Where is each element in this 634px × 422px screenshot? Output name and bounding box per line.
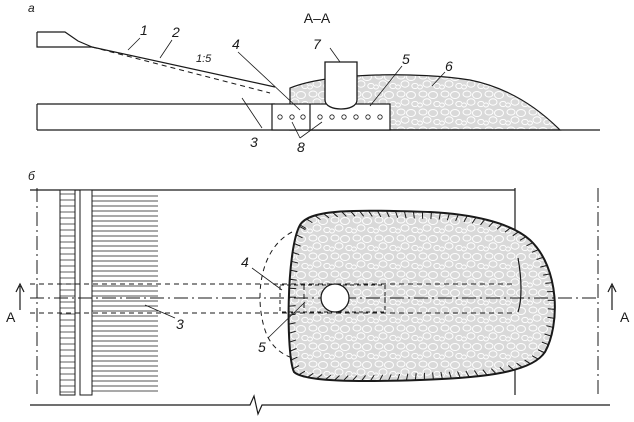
leader-1	[128, 38, 140, 50]
ground-line-dashed	[92, 47, 270, 93]
callout-7: 7	[313, 36, 322, 52]
dimension-line	[30, 396, 610, 414]
callout-5: 5	[402, 51, 410, 67]
callout-p4: 4	[241, 254, 249, 270]
leader-3	[242, 98, 262, 128]
slope-tick	[431, 212, 432, 219]
road-edge-strip-2	[80, 190, 92, 395]
leader-7	[330, 48, 340, 62]
section-mark-left: A	[6, 309, 16, 325]
section-arrow-left	[16, 284, 24, 310]
intake-well	[325, 62, 357, 109]
embankment-crest	[37, 32, 92, 47]
section-title: A–A	[304, 10, 331, 26]
leader-p4	[252, 268, 282, 290]
callout-6: 6	[445, 58, 453, 74]
callout-8: 8	[297, 139, 305, 155]
section-view: а A–A 1:5 1	[28, 1, 600, 155]
callout-4: 4	[232, 36, 240, 52]
panel-label-b: б	[28, 169, 36, 183]
callout-3: 3	[250, 134, 258, 150]
section-mark-right: A	[620, 309, 630, 325]
slope-tick	[289, 306, 296, 307]
intake-well-plan	[321, 284, 349, 312]
callout-1: 1	[140, 22, 148, 38]
leader-2	[160, 40, 172, 58]
slope-ratio: 1:5	[196, 53, 212, 65]
callout-p3: 3	[176, 316, 184, 332]
callout-2: 2	[171, 24, 180, 40]
plan-view: б A A 4	[6, 169, 630, 414]
slope-tick	[433, 372, 434, 379]
slope-hatching	[92, 196, 158, 391]
road-edge-strip	[60, 190, 75, 395]
callout-p5: 5	[258, 339, 266, 355]
section-arrow-right	[608, 284, 616, 310]
panel-label-a: а	[28, 1, 35, 15]
